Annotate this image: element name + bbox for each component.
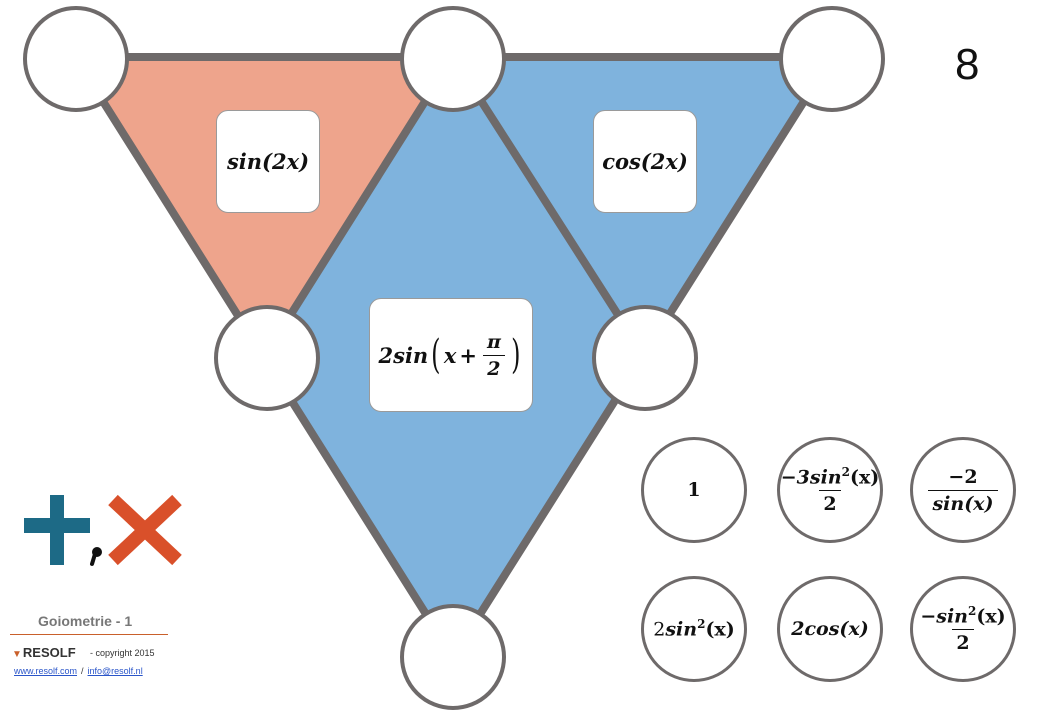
tile-2-exp: 2	[841, 464, 850, 479]
tile-3-num: −2	[948, 465, 978, 488]
card-center-expression: 2sin ( x + π 2 )	[369, 298, 533, 412]
footer-title: Goiometrie - 1	[38, 613, 133, 629]
answer-tile-3[interactable]: −2 sin(x)	[910, 437, 1016, 543]
tile-2-arg: (x)	[849, 466, 880, 489]
tile-6-fraction: −sin2(x) 2	[916, 604, 1009, 654]
tile-6-exp: 2	[967, 603, 977, 618]
footer-divider	[10, 634, 168, 635]
pi-over-2-fraction: π 2	[483, 331, 505, 380]
tile-4-lead: 2	[653, 618, 666, 641]
answer-tile-6[interactable]: −sin2(x) 2	[910, 576, 1016, 682]
tile-6-arg: (x)	[976, 605, 1006, 628]
card-cos2x: cos(2x)	[593, 110, 697, 213]
website-link[interactable]: www.resolf.com	[14, 666, 78, 676]
fraction-numerator: π	[486, 330, 501, 353]
tile-5-text: 2cos(x)	[791, 618, 869, 640]
vertex-bottom[interactable]	[400, 604, 506, 710]
email-link[interactable]: info@resolf.nl	[87, 666, 143, 676]
center-prefix: 2sin	[378, 342, 429, 368]
tile-1-text: 1	[687, 479, 701, 501]
resolf-mark-icon: ▼	[12, 649, 22, 660]
vertex-top-right[interactable]	[779, 6, 885, 112]
answer-tile-1[interactable]: 1	[641, 437, 747, 543]
tile-6-den: 2	[952, 629, 974, 654]
answer-tile-2[interactable]: −3sin2(x) 2	[777, 437, 883, 543]
brand-logo: ▼RESOLF	[12, 645, 76, 660]
card-sin2x-text: sin(2x)	[226, 149, 310, 174]
tile-6-num: −sin	[920, 605, 968, 628]
tile-4-exp: 2	[697, 617, 706, 632]
fraction-denominator: 2	[483, 354, 505, 380]
brand-text: RESOLF	[22, 645, 76, 660]
tile-3-fraction: −2 sin(x)	[928, 465, 998, 515]
tile-4-text: sin	[665, 618, 698, 641]
vertex-top-left[interactable]	[23, 6, 129, 112]
vertex-top-middle[interactable]	[400, 6, 506, 112]
card-sin2x: sin(2x)	[216, 110, 320, 213]
tile-3-den: sin(x)	[928, 489, 998, 515]
plus-times-logo-icon	[24, 494, 182, 566]
tile-2-num: −3sin	[780, 466, 842, 489]
answer-tile-5[interactable]: 2cos(x)	[777, 576, 883, 682]
vertex-middle-left[interactable]	[214, 305, 320, 411]
link-separator: /	[81, 666, 84, 676]
card-cos2x-text: cos(2x)	[602, 149, 688, 174]
tile-2-fraction: −3sin2(x) 2	[777, 465, 884, 515]
answer-tile-4[interactable]: 2sin2(x)	[641, 576, 747, 682]
footer-links: www.resolf.com/info@resolf.nl	[14, 666, 143, 676]
vertex-middle-right[interactable]	[592, 305, 698, 411]
tile-4-arg: (x)	[705, 618, 735, 641]
center-plus: +	[459, 342, 477, 368]
copyright-text: - copyright 2015	[90, 648, 155, 658]
page-number: 8	[955, 40, 980, 89]
tile-2-den: 2	[819, 490, 841, 515]
center-var: x	[443, 342, 457, 368]
